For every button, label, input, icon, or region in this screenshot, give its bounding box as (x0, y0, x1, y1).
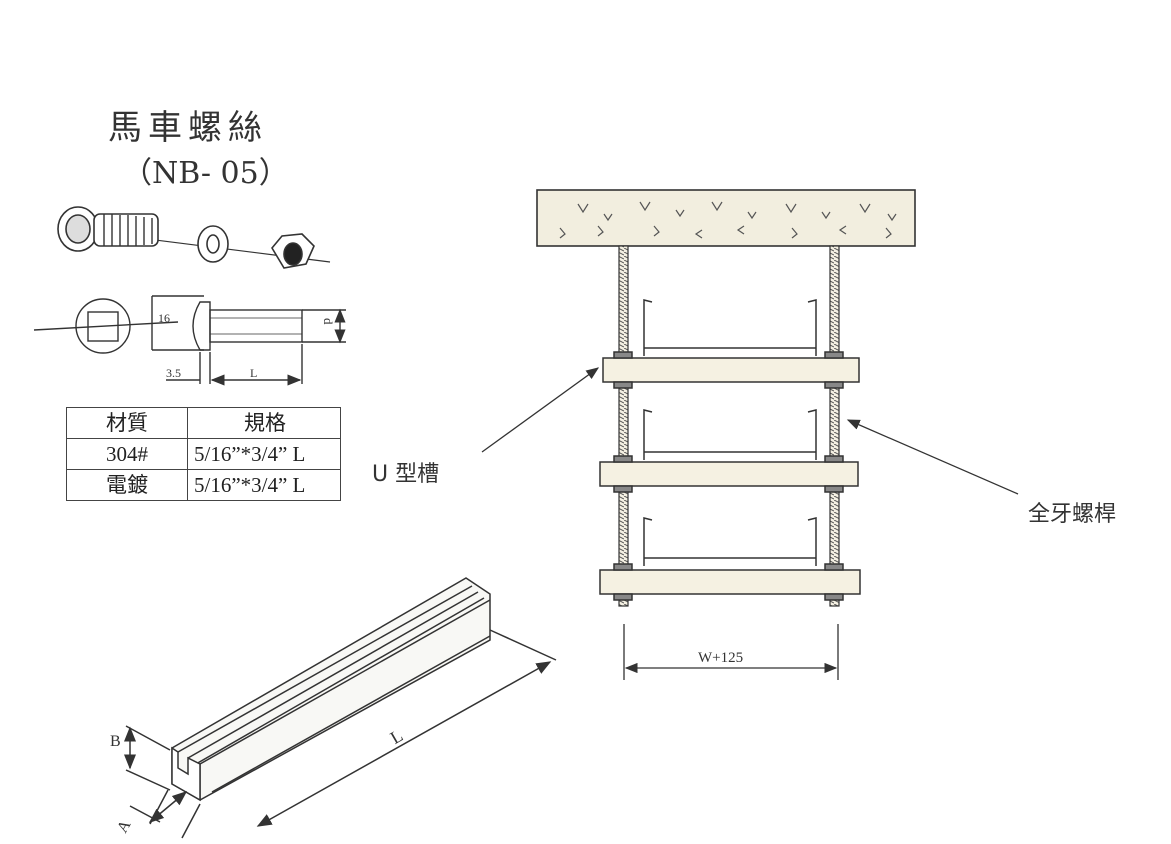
spec-cell-size: 5/16”*3/4” L (187, 469, 341, 501)
spec-header-size: 規格 (187, 407, 341, 439)
label-u-channel: U 型槽 (372, 462, 440, 487)
spec-header-material: 材質 (66, 407, 188, 439)
ceiling-slab (536, 189, 916, 247)
dim-length-label: L (250, 366, 257, 380)
spec-table-header-row: 材質 規格 (66, 407, 341, 439)
bolt-title: 馬車螺絲 (108, 108, 268, 148)
u-channel-illustration (124, 577, 557, 839)
dim-shoulder-label: 3.5 (166, 366, 181, 380)
dim-diameter-label: d (321, 318, 336, 325)
spec-table: 材質 規格 304# 5/16”*3/4” L 電鍍 5/16”*3/4” L (66, 407, 341, 501)
hanger-tiers (599, 299, 861, 601)
bolt-profile-drawing (33, 295, 346, 386)
carriage-bolt-illustration (57, 206, 331, 269)
spec-cell-material: 電鍍 (66, 469, 188, 501)
dim-a-label: A (114, 817, 135, 836)
dim-width-label: W+125 (698, 650, 743, 666)
label-threaded-rod: 全牙螺桿 (1028, 502, 1117, 527)
bolt-model-number: （NB- 05） (122, 156, 289, 191)
spec-table-row: 電鍍 5/16”*3/4” L (66, 469, 341, 501)
width-dimension (623, 624, 839, 680)
threaded-rods (618, 245, 840, 607)
callout-leaders (481, 367, 1019, 495)
dim-head-label: 16 (158, 311, 170, 325)
dim-b-label: B (110, 733, 121, 750)
